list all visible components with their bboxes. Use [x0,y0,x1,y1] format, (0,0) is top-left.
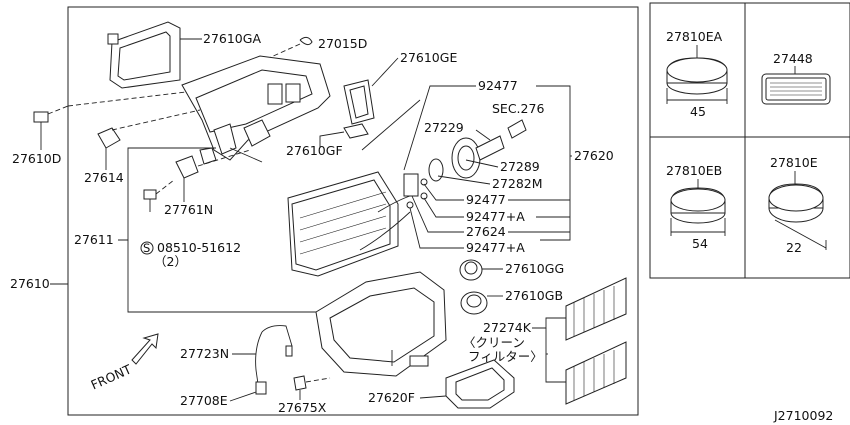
frame-27620F-drawing [445,359,515,409]
label-27610GF: 27610GF [286,143,343,158]
label-27610GE: 27610GE [400,50,457,65]
clip-27675X-drawing [293,375,307,391]
label-filter-note-1: 〈クリーン [463,335,525,350]
dimension-45: 45 [690,104,706,119]
label-27708E: 27708E [180,393,228,408]
label-27610GG: 27610GG [505,261,564,276]
label-27289: 27289 [500,159,540,174]
evaporator-core-drawing [287,99,421,277]
harness-27723N-drawing [255,325,293,395]
label-92477-mid: 92477 [466,192,506,207]
plug-27610GG-drawing [459,259,483,281]
label-27624: 27624 [466,224,506,239]
label-sec276: SEC.276 [492,101,544,116]
label-27015D: 27015D [318,36,367,51]
upper-housing-drawing [181,55,331,163]
gasket-27610GE-drawing [343,79,375,125]
front-arrow-icon [131,333,159,365]
label-27448: 27448 [773,51,813,66]
filter-upper-drawing [565,277,627,341]
label-27610D: 27610D [12,151,61,166]
dimension-22: 22 [786,240,802,255]
label-27620F: 27620F [368,390,415,405]
plug-27810EA-drawing [666,57,728,104]
label-27610: 27610 [10,276,50,291]
clip-27015D-drawing [299,36,313,46]
unit-27761N-drawing [175,147,217,179]
plug-27810E-drawing [768,183,827,250]
label-27611: 27611 [74,232,114,247]
gasket-27610GA-drawing [107,21,181,89]
screw-27610D-drawing [33,111,49,134]
label-27620: 27620 [574,148,614,163]
side-panel-frame [649,2,850,279]
label-sheet-27448-drawing [761,73,831,105]
label-27675X: 27675X [278,400,327,415]
screw-08510-drawing [143,179,175,212]
label-screw-qty: （2） [154,254,187,269]
lower-housing-drawing [315,271,447,377]
label-27274K: 27274K [483,320,532,335]
label-92477A-1: 92477+A [466,209,525,224]
bracket-27620 [536,85,571,241]
label-92477-top: 92477 [478,78,518,93]
plug-27810EB-drawing [670,187,726,236]
filter-lower-drawing [565,341,627,405]
label-27610GA: 27610GA [203,31,261,46]
screw-symbol: S [143,241,150,255]
plug-27610GB-drawing [460,291,488,315]
label-27810EA: 27810EA [666,29,723,44]
label-27610GB: 27610GB [505,288,563,303]
bracket-27614-drawing [97,127,121,149]
label-27723N: 27723N [180,346,229,361]
pad-27610GF-drawing [343,123,369,139]
dimension-54: 54 [692,236,708,251]
label-filter-note-2: フィルター〉 [468,349,543,364]
label-08510-51612: 08510-51612 [157,240,241,255]
label-27810E: 27810E [770,155,818,170]
label-27614: 27614 [84,170,124,185]
label-27810EB: 27810EB [666,163,722,178]
main-assembly-frame [67,6,639,416]
label-27282M: 27282M [492,176,543,191]
expansion-valve-drawing [403,119,527,209]
diagram-code: J2710092 [773,408,833,423]
label-27761N: 27761N [164,202,213,217]
label-front: FRONT [88,361,133,392]
label-92477A-2: 92477+A [466,240,525,255]
label-27229: 27229 [424,120,464,135]
screw-symbol-circle [140,241,154,255]
